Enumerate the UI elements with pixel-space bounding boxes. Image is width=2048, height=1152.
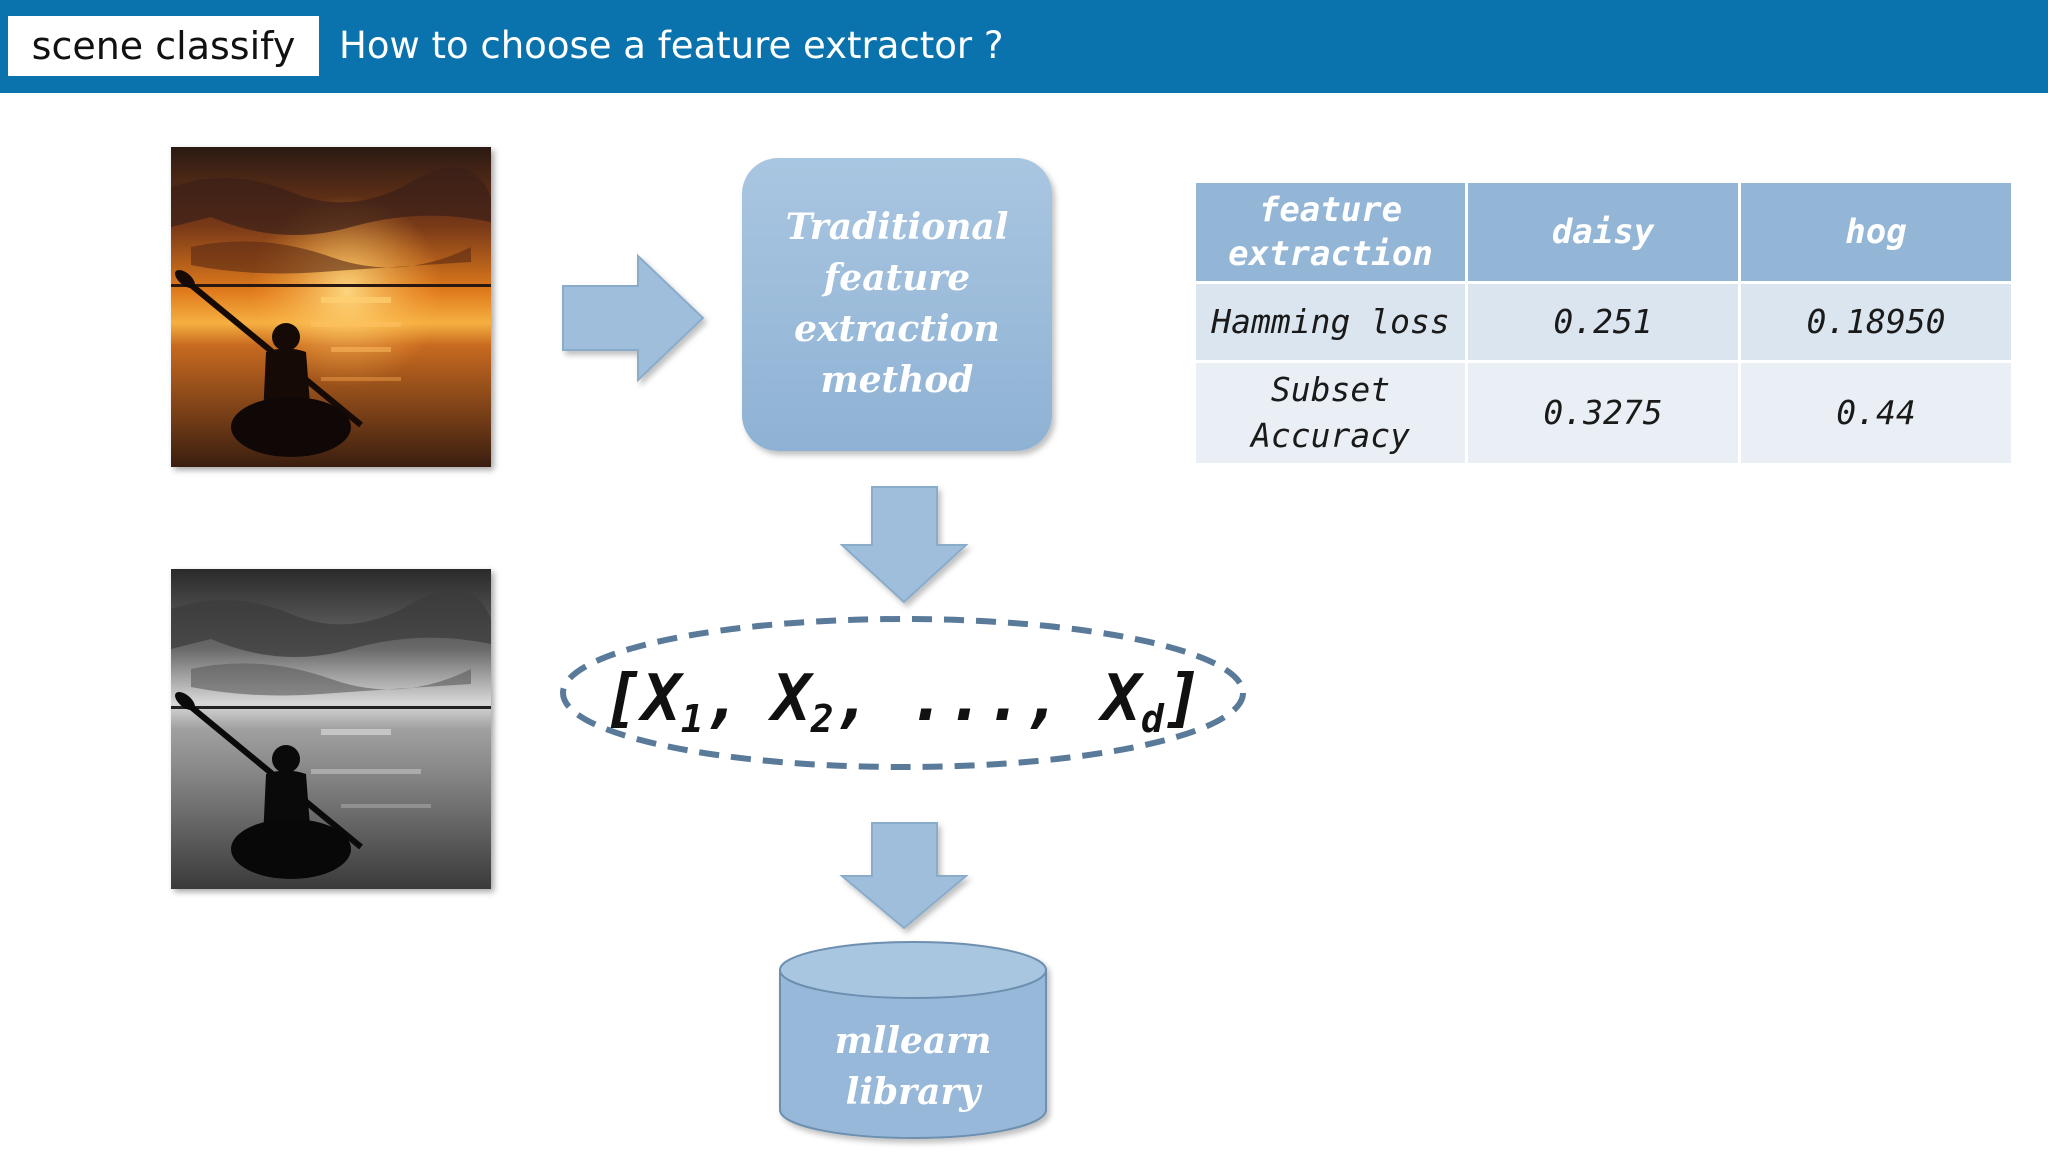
- method-box-line-4: method: [821, 359, 974, 401]
- table-row-hamming-loss: Hamming loss 0.251 0.18950: [1196, 284, 2011, 360]
- cell-hamming-hog: 0.18950: [1741, 284, 2011, 360]
- row-label-hamming-loss: Hamming loss: [1196, 284, 1465, 360]
- cell-subset-daisy: 0.3275: [1468, 363, 1738, 463]
- vector-comma-3: ,: [1024, 662, 1063, 736]
- section-badge: scene classify: [8, 16, 319, 76]
- sunset-kayak-photo: [171, 147, 491, 467]
- cell-hamming-daisy: 0.251: [1468, 284, 1738, 360]
- row-label-subset-accuracy: Subset Accuracy: [1196, 363, 1465, 463]
- feature-vector-ellipse: [X1,X2,...,Xd]: [560, 616, 1246, 770]
- vector-x2: X: [767, 662, 814, 736]
- table-header-daisy: daisy: [1468, 183, 1738, 281]
- library-cylinder: mllearn library: [779, 941, 1047, 1139]
- table-header-row: feature extraction daisy hog: [1196, 183, 2011, 281]
- down-arrow-to-library: [839, 822, 969, 930]
- vector-open-bracket: [: [604, 662, 643, 736]
- slide-title: How to choose a feature extractor ?: [339, 24, 1004, 67]
- vector-sub-d: d: [1141, 697, 1165, 741]
- method-box-line-2: feature: [821, 257, 970, 299]
- feature-extraction-method-box: Traditional feature extraction method: [742, 158, 1052, 451]
- vector-xd: X: [1097, 662, 1144, 736]
- vector-ellipsis: ...: [908, 662, 1024, 736]
- method-box-line-3: extraction: [794, 308, 1000, 350]
- right-arrow: [562, 253, 705, 383]
- vector-comma-2: ,: [834, 662, 873, 736]
- svg-text:[X1,X2,...,Xd]: [X1,X2,...,Xd]: [604, 662, 1203, 741]
- vector-sub-1: 1: [681, 697, 704, 741]
- grayscale-kayak-photo: [171, 569, 491, 889]
- vector-close-bracket: ]: [1164, 662, 1203, 736]
- vector-comma-1: ,: [704, 662, 743, 736]
- table-header-hog: hog: [1741, 183, 2011, 281]
- down-arrow-to-vector: [839, 486, 969, 604]
- table-header-feature-extraction: feature extraction: [1196, 183, 1465, 281]
- results-table: feature extraction daisy hog Hamming los…: [1193, 180, 2014, 466]
- library-line-1: mllearn: [835, 1020, 992, 1062]
- library-line-2: library: [846, 1071, 983, 1113]
- vector-sub-2: 2: [810, 697, 834, 741]
- header-bar: scene classify How to choose a feature e…: [0, 0, 2048, 93]
- method-box-line-1: Traditional: [786, 206, 1009, 248]
- vector-x1: X: [637, 662, 684, 736]
- cell-subset-hog: 0.44: [1741, 363, 2011, 463]
- table-row-subset-accuracy: Subset Accuracy 0.3275 0.44: [1196, 363, 2011, 463]
